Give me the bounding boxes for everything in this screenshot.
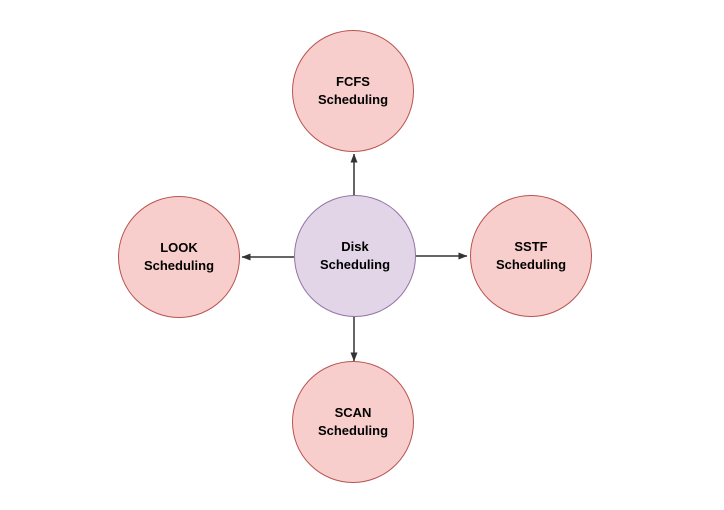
node-label-look: LOOK Scheduling <box>143 240 215 273</box>
node-label-sstf: SSTF Scheduling <box>495 239 567 272</box>
node-fcfs-scheduling: FCFS Scheduling <box>292 30 414 152</box>
node-label-scan: SCAN Scheduling <box>317 405 389 438</box>
node-sstf-scheduling: SSTF Scheduling <box>470 195 592 317</box>
node-disk-scheduling: Disk Scheduling <box>294 195 416 317</box>
node-label-fcfs: FCFS Scheduling <box>317 74 389 107</box>
node-look-scheduling: LOOK Scheduling <box>118 196 240 318</box>
node-label-disk: Disk Scheduling <box>319 239 391 272</box>
node-scan-scheduling: SCAN Scheduling <box>292 361 414 483</box>
